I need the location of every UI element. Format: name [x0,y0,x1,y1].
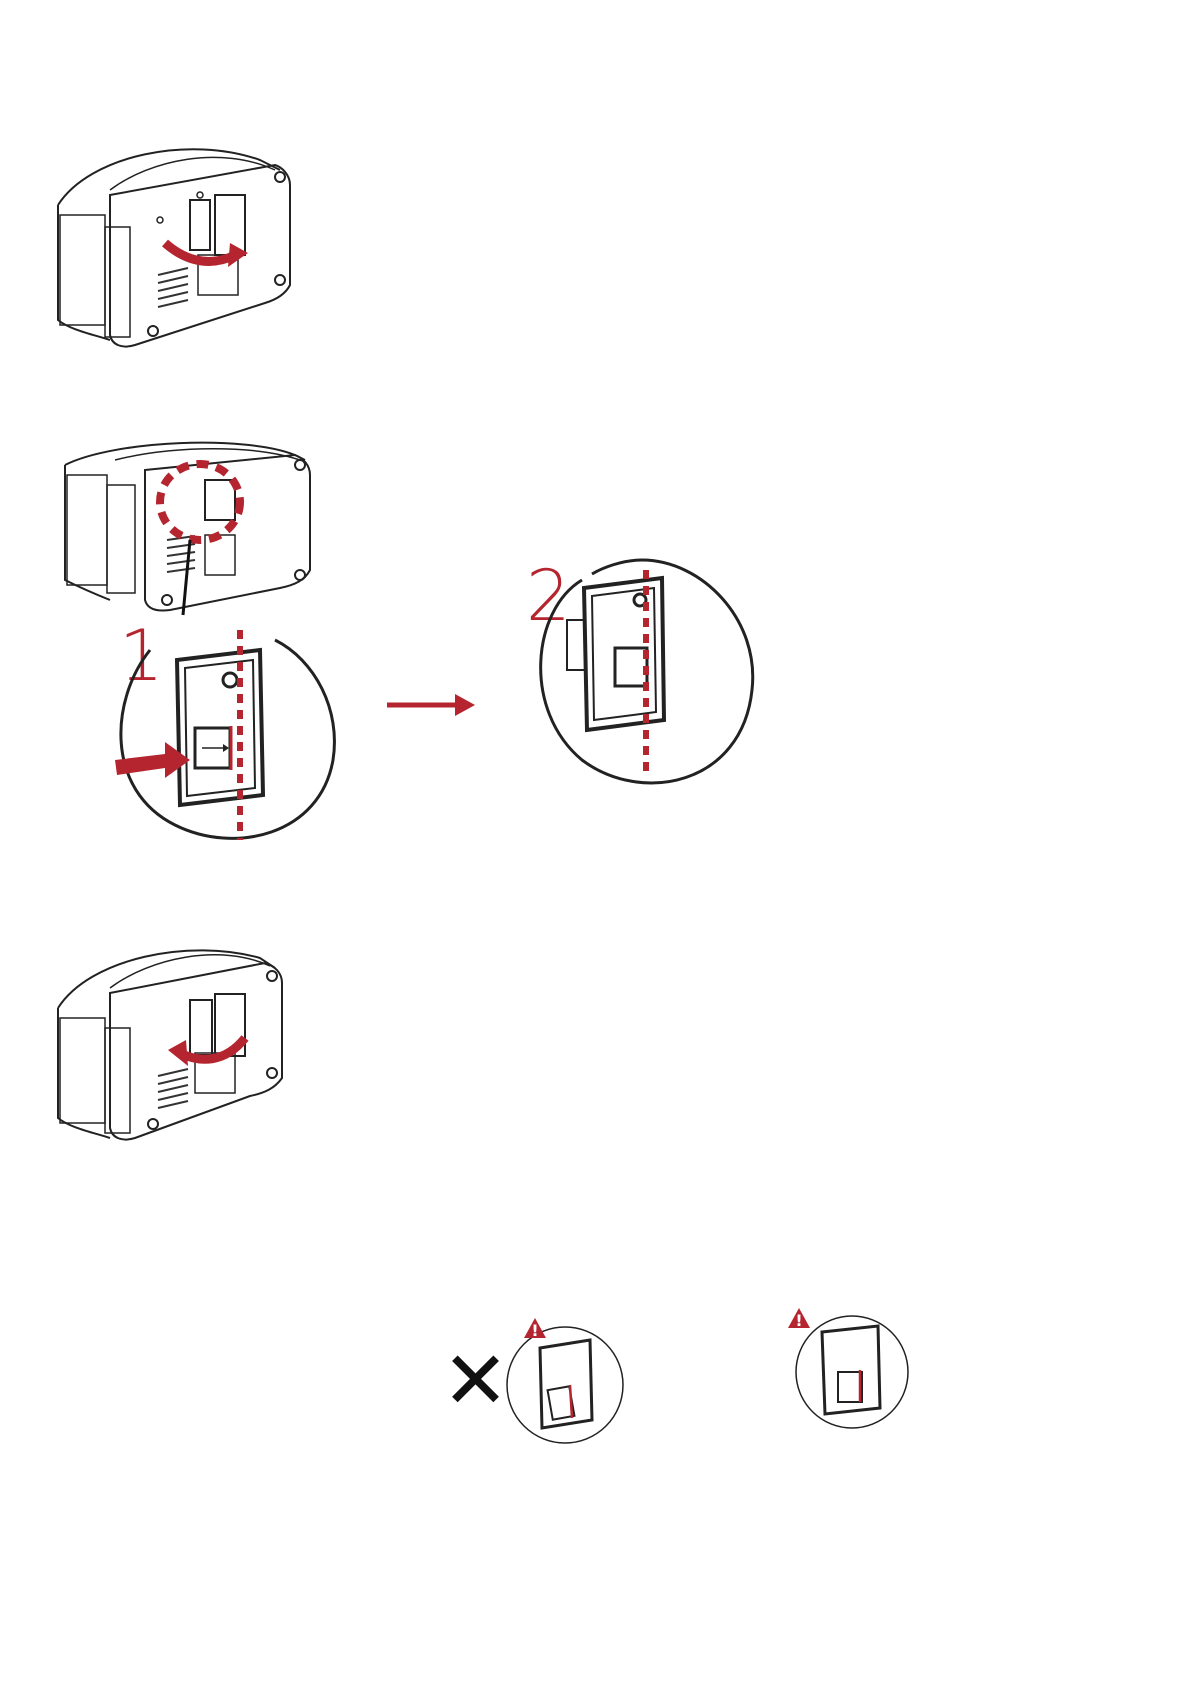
callout-1-magnified-view: 1 [105,620,345,850]
printer-close-cover-figure [50,938,300,1153]
incorrect-example: ✕ ! [440,1300,640,1460]
transition-arrowhead-icon [455,694,475,716]
incorrect-x-icon: ✕ [442,1334,509,1427]
transition-arrow [385,690,480,720]
rotate-open-arrow-icon [165,243,235,261]
printer-open-cover-figure [50,135,300,370]
sensor-highlight-circle [160,464,240,540]
callout-1-number: 1 [119,615,164,697]
rotate-close-arrowhead-icon [168,1040,188,1066]
svg-text:!: ! [531,1321,538,1340]
callout-2-magnified-view: 2 [522,560,762,795]
svg-text:!: ! [795,1311,802,1330]
correct-example: ! [780,1300,920,1440]
